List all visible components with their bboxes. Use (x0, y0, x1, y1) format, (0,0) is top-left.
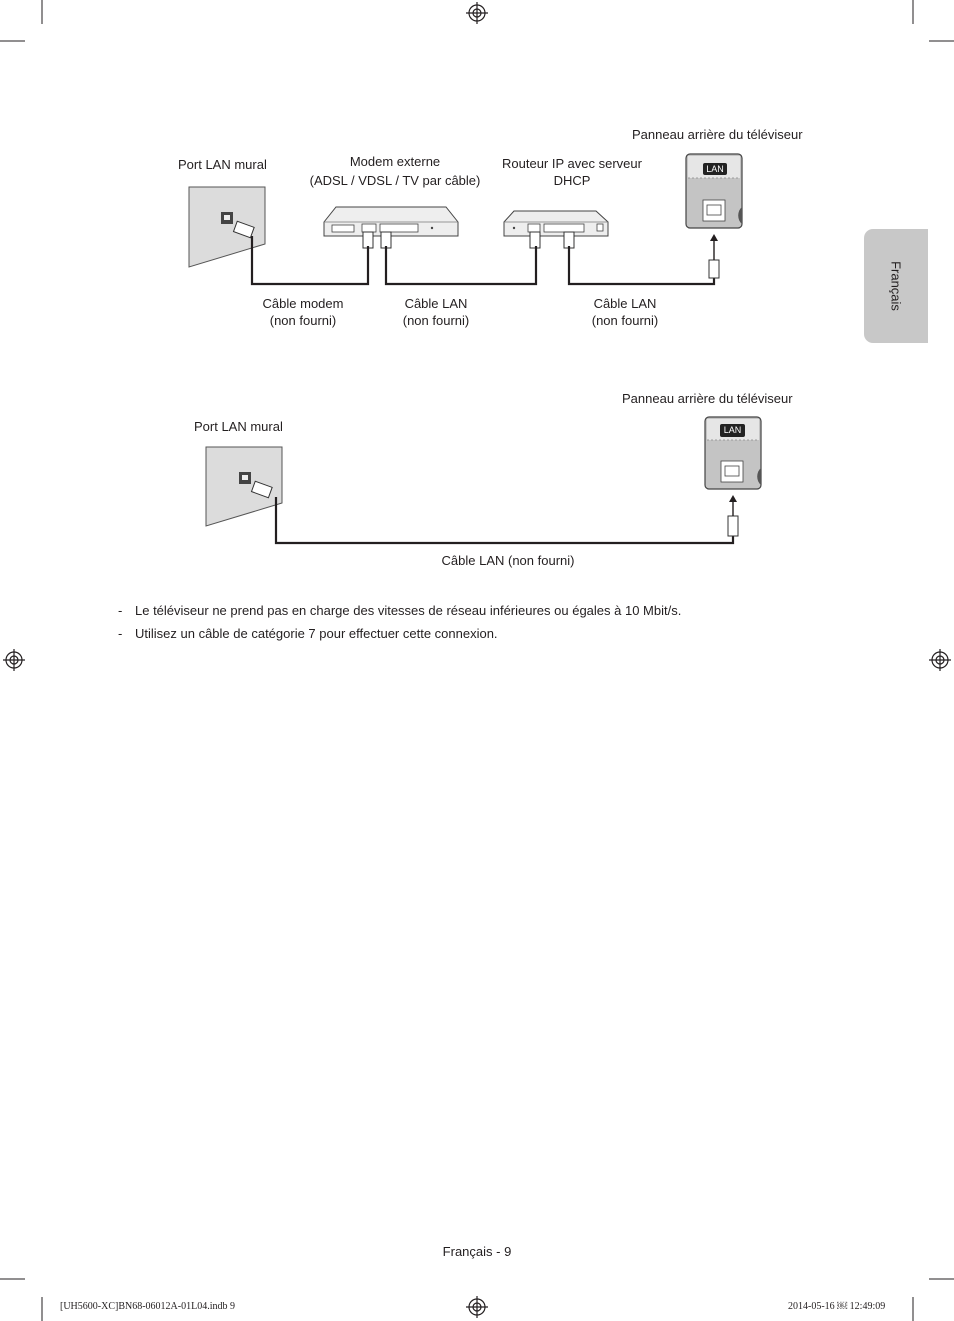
router-label: Routeur IP avec serveur DHCP (502, 156, 642, 188)
registration-mark-icon (929, 649, 951, 671)
modem-cable-label: Câble modem (non fourni) (262, 296, 344, 328)
lan-badge: LAN (706, 164, 724, 174)
note-item: - Le téléviseur ne prend pas en charge d… (118, 603, 682, 618)
note-item: - Utilisez un câble de catégorie 7 pour … (118, 626, 498, 641)
page-number: Français - 9 (442, 1244, 512, 1259)
registration-mark-icon (3, 649, 25, 671)
router-icon (503, 210, 609, 249)
tv-panel-label: Panneau arrière du téléviseur (622, 391, 793, 406)
wall-plate-icon (188, 186, 266, 268)
registration-mark-icon (466, 2, 488, 24)
wall-port-label: Port LAN mural (178, 157, 267, 172)
tv-back-panel-icon (685, 153, 743, 229)
print-slug-left: [UH5600-XC]BN68-06012A-01L04.indb 9 (60, 1301, 235, 1312)
notes-list: - Le téléviseur ne prend pas en charge d… (118, 602, 681, 648)
wall-port-label: Port LAN mural (194, 419, 283, 434)
tv-back-panel-icon (704, 416, 762, 490)
lan-cable-label-2: Câble LAN (non fourni) (591, 296, 659, 328)
lan-plug-icon (727, 495, 739, 537)
lan-plug-icon (708, 234, 720, 279)
lan-badge: LAN (723, 425, 742, 435)
side-tab-label: Français (888, 261, 904, 311)
lan-cable-label-1: Câble LAN (non fourni) (402, 296, 470, 328)
registration-mark-icon (466, 1296, 488, 1318)
modem-label: Modem externe (ADSL / VDSL / TV par câbl… (309, 154, 481, 188)
tv-panel-label: Panneau arrière du téléviseur (632, 127, 803, 142)
wall-plate-icon (205, 446, 283, 527)
cable-lines (250, 236, 716, 286)
cable-lines (274, 497, 735, 545)
modem-icon (323, 206, 459, 249)
lan-cable-label: Câble LAN (non fourni) (441, 553, 575, 568)
language-side-tab: Français (864, 229, 928, 343)
print-slug-right: 2014-05-16 ￼ 12:49:09 (788, 1301, 886, 1312)
